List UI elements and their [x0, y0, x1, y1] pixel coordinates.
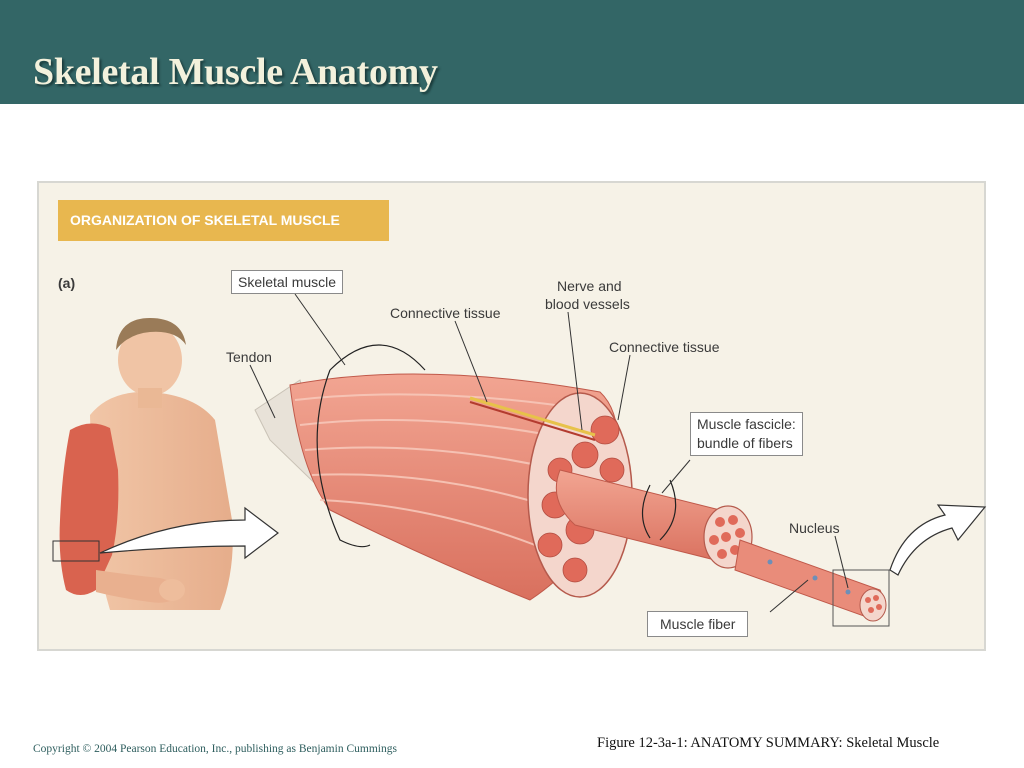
fascicle-line1: Muscle fascicle: [697, 416, 796, 432]
arrow-left [99, 506, 279, 560]
label-muscle-fascicle: Muscle fascicle: bundle of fibers [690, 412, 803, 456]
label-muscle-fiber: Muscle fiber [647, 611, 749, 637]
figure-banner: ORGANIZATION OF SKELETAL MUSCLE [58, 200, 389, 241]
panel-letter: (a) [58, 275, 76, 291]
title-bar: Skeletal Muscle Anatomy [0, 0, 1024, 104]
label-skeletal-muscle: Skeletal muscle [231, 270, 344, 294]
label-tendon: Tendon [226, 349, 272, 365]
label-connective-tissue-2: Connective tissue [609, 339, 720, 355]
slide-title: Skeletal Muscle Anatomy [33, 51, 438, 93]
arrow-right [889, 504, 987, 576]
fascicle-line2: bundle of fibers [697, 435, 793, 451]
label-nerve-line1: Nerve and [557, 278, 622, 294]
label-nerve-line2: blood vessels [545, 296, 630, 312]
figure-caption: Figure 12-3a-1: ANATOMY SUMMARY: Skeleta… [597, 735, 940, 751]
label-nucleus: Nucleus [789, 520, 840, 536]
copyright-text: Copyright © 2004 Pearson Education, Inc.… [33, 743, 397, 755]
human-figure [52, 318, 233, 610]
label-connective-tissue-1: Connective tissue [390, 305, 501, 321]
